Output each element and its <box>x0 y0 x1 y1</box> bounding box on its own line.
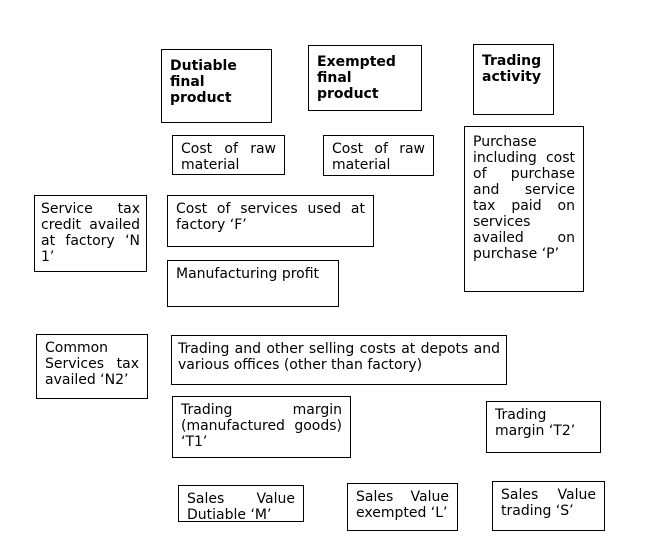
box-text-line: availed on <box>473 230 575 246</box>
box-text-line: Cost of services used at <box>176 201 365 217</box>
box-text-line: final <box>170 74 205 90</box>
box-text-line: final <box>317 70 352 86</box>
box-trading-margin-t1: Trading margin(manufactured goods)‘T1’ <box>172 396 351 458</box>
box-text-line: Sales Value <box>187 491 295 507</box>
box-text-line: Purchase <box>473 134 537 150</box>
box-text-line: activity <box>482 69 541 85</box>
box-text-line: Cost of raw <box>181 141 276 157</box>
box-text-line: Trading and other selling costs at depot… <box>178 341 500 357</box>
box-text-line: services <box>473 214 531 230</box>
box-text-line: of purchase <box>473 166 575 182</box>
box-text-line: Trading margin <box>181 402 342 418</box>
box-text-line: including cost <box>473 150 575 166</box>
box-text-line: product <box>317 86 379 102</box>
box-text-line: Common <box>45 340 109 356</box>
box-text-line: purchase ‘P’ <box>473 246 560 262</box>
box-text-line: at factory ‘N <box>41 233 140 249</box>
box-text-line: and service <box>473 182 575 198</box>
box-text-line: Service tax <box>41 201 140 217</box>
box-text-line: availed ‘N2’ <box>45 372 129 388</box>
box-text-line: material <box>181 157 240 173</box>
box-text-line: margin ‘T2’ <box>495 423 576 439</box>
box-text-line: Exempted <box>317 54 396 70</box>
box-text-line: product <box>170 90 232 106</box>
box-text-line: Dutiable ‘M’ <box>187 507 272 523</box>
box-text-line: exempted ‘L’ <box>356 505 448 521</box>
box-text-line: Services tax <box>45 356 139 372</box>
box-text-line: Manufacturing profit <box>176 266 320 282</box>
box-text-line: various offices (other than factory) <box>178 357 423 373</box>
box-text-line: tax paid on <box>473 198 575 214</box>
box-text-line: Cost of raw <box>332 141 425 157</box>
box-text-line: (manufactured goods) <box>181 418 342 434</box>
box-text-line: Trading <box>482 53 542 69</box>
box-text-line: Trading <box>495 407 547 423</box>
box-trading-selling-costs: Trading and other selling costs at depot… <box>171 335 507 385</box>
box-text-line: trading ‘S’ <box>501 503 574 519</box>
box-manufacturing-profit: Manufacturing profit <box>167 260 339 307</box>
box-text-line: Sales Value <box>501 487 596 503</box>
box-text-line: factory ‘F’ <box>176 217 247 233</box>
box-text-line: 1’ <box>41 249 55 265</box>
box-text-line: ‘T1’ <box>181 434 208 450</box>
box-text-line: Dutiable <box>170 58 237 74</box>
box-text-line: credit availed <box>41 217 140 233</box>
box-text-line: material <box>332 157 391 173</box>
box-text-line: Sales Value <box>356 489 449 505</box>
